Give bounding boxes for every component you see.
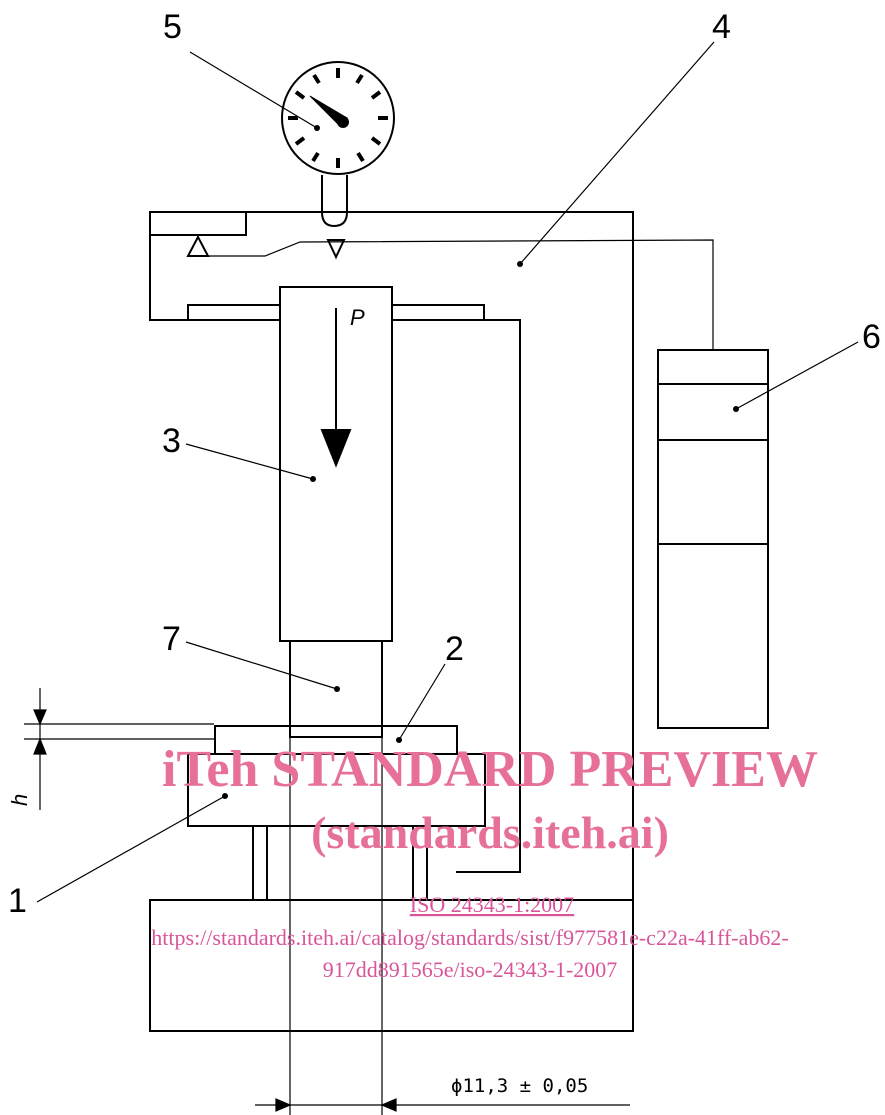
height-dimension [24, 688, 214, 810]
support-columns [252, 826, 428, 900]
weight-stack [657, 349, 769, 729]
height-label: h [7, 794, 32, 806]
watermark-title: iTeh STANDARD PREVIEW [162, 741, 818, 798]
watermark-subtitle: (standards.iteh.ai) [311, 807, 669, 858]
dial-gauge [281, 61, 395, 175]
callout-4: 4 [712, 8, 731, 46]
gauge-stem [321, 175, 348, 228]
callout-6: 6 [862, 318, 881, 356]
callout-2: 2 [445, 630, 464, 668]
specimen-table [187, 753, 486, 827]
callout-1: 1 [8, 882, 27, 920]
leader-lines [36, 41, 859, 903]
diameter-label: ϕ11,3 ± 0,05 [451, 1075, 588, 1097]
base [149, 899, 634, 1032]
diameter-dimension [255, 737, 630, 1115]
callout-5: 5 [163, 8, 182, 46]
load-piston [279, 286, 393, 642]
watermark-url-2[interactable]: 917dd891565e/iso-24343-1-2007 [323, 957, 618, 982]
callout-3: 3 [162, 422, 181, 460]
callout-7: 7 [162, 620, 181, 658]
watermark-doc-link[interactable]: ISO 24343-1:2007 [410, 892, 574, 917]
leader-dots [222, 125, 739, 799]
watermark-url-1[interactable]: https://standards.iteh.ai/catalog/standa… [151, 925, 788, 950]
guide-plate [187, 304, 485, 321]
watermark: iTeh STANDARD PREVIEW (standards.iteh.ai… [151, 741, 818, 982]
measuring-linkage [186, 234, 714, 350]
presser-foot [289, 640, 383, 738]
load-label: P [350, 305, 365, 330]
